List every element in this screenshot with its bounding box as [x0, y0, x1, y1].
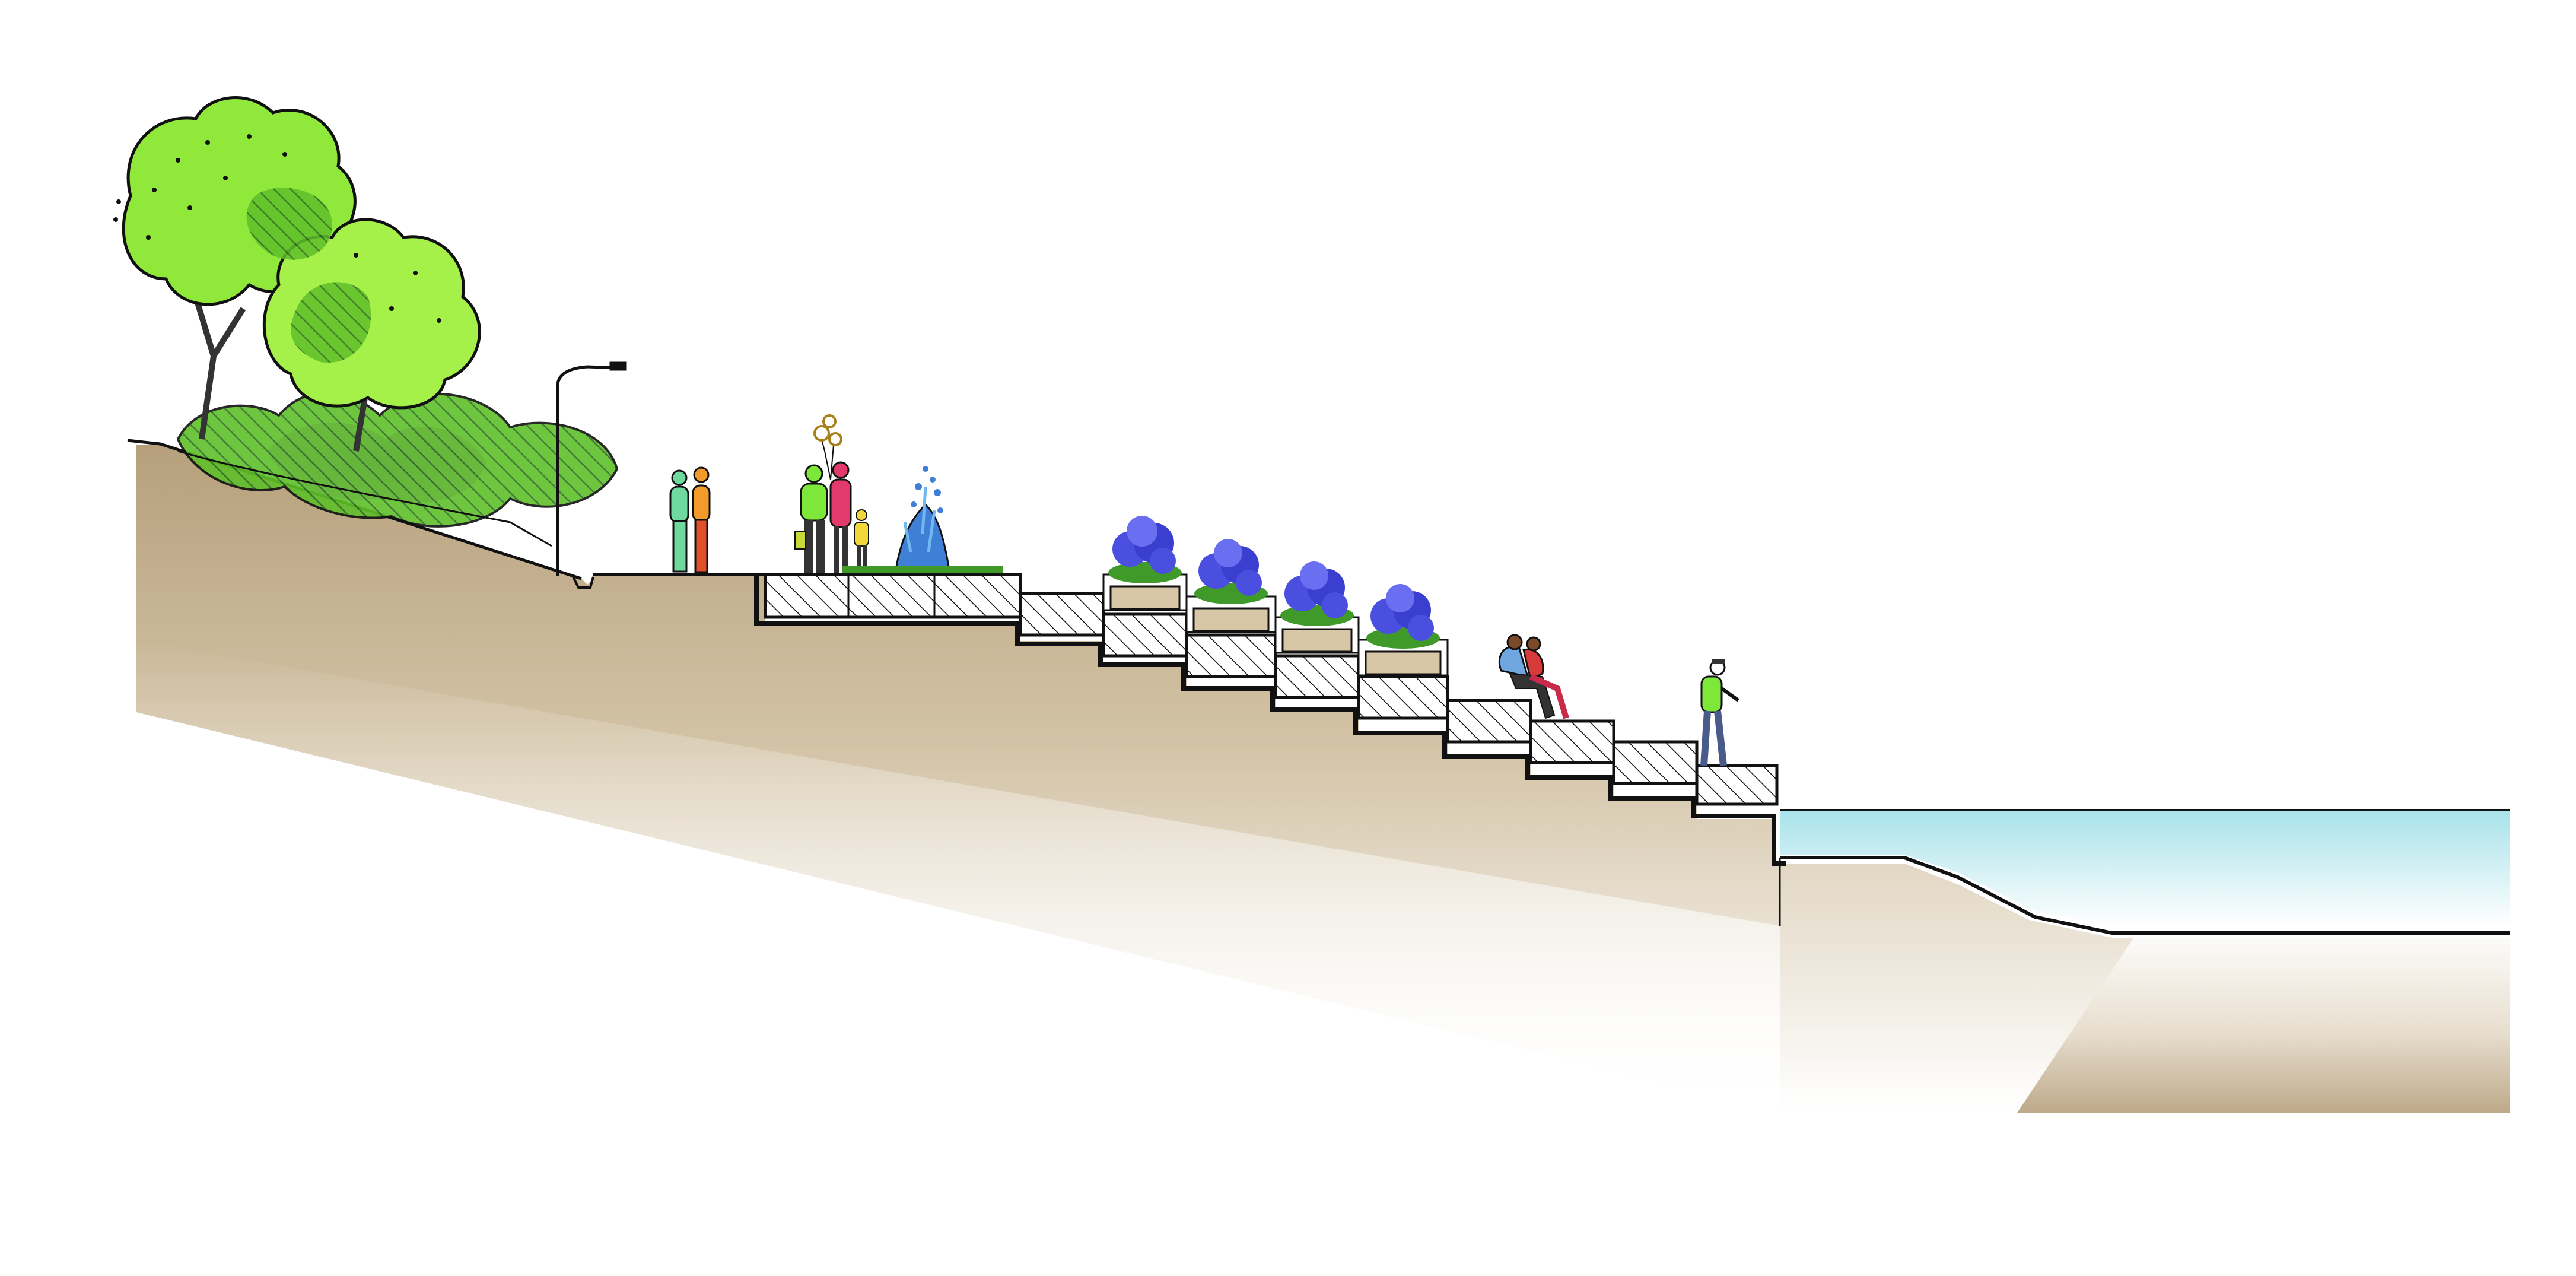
walker [1700, 659, 1739, 766]
tree-canopy [113, 96, 619, 547]
tree-texture [113, 134, 441, 323]
seated-couple [1498, 634, 1569, 719]
ground-section [136, 444, 2510, 1110]
shrub-1 [1108, 516, 1182, 583]
slope-line [127, 439, 582, 580]
water-body [1780, 810, 2510, 926]
terraced-steps [593, 573, 1786, 866]
shrub-4 [1366, 584, 1440, 649]
family-group [794, 414, 869, 573]
pedestrians [669, 414, 1739, 766]
shrub-3 [1280, 561, 1354, 626]
standing-pair [669, 466, 711, 573]
curb [571, 575, 594, 589]
seabed-line [1780, 856, 2510, 935]
shrub-2 [1194, 539, 1268, 604]
fountain [842, 466, 1003, 573]
tree-shadow [246, 188, 332, 260]
groundcover-line [177, 450, 552, 547]
ground-fade [136, 641, 1780, 1128]
planter-boxes [1102, 573, 1449, 677]
seabed-ground [2017, 935, 2510, 1113]
tree-2 [262, 218, 481, 452]
street-lamp [556, 361, 627, 576]
flowering-shrubs [1108, 516, 1440, 649]
